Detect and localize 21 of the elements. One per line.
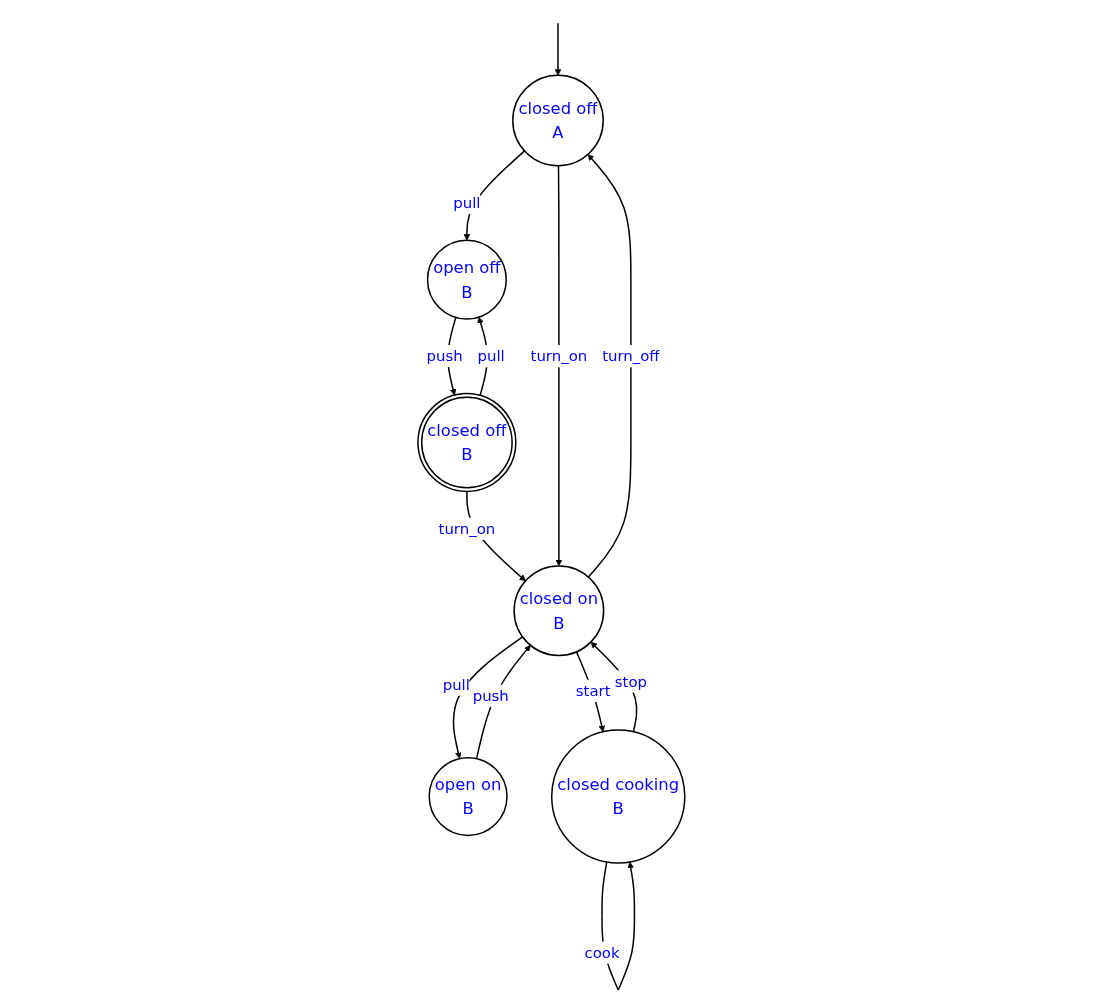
node-circle: closed off A bbox=[512, 74, 605, 167]
node-circle: open on B bbox=[428, 756, 508, 837]
arrow bbox=[555, 165, 563, 567]
node-circle: closed off B bbox=[417, 392, 517, 493]
edge-label: push bbox=[472, 686, 509, 705]
edge-label: stop bbox=[614, 672, 648, 691]
edge-label: turn_on bbox=[530, 347, 588, 366]
arrow bbox=[554, 22, 562, 76]
node-circle: closed cooking B bbox=[551, 729, 686, 864]
edge-label: push bbox=[426, 347, 463, 366]
edge-label: cook bbox=[584, 943, 620, 962]
node-circle: closed on B bbox=[513, 565, 605, 657]
edge-label: start bbox=[575, 681, 611, 700]
arrow bbox=[587, 154, 632, 578]
edge-label: turn_on bbox=[438, 519, 496, 538]
edge-label: pull bbox=[453, 194, 481, 212]
edge-label: pull bbox=[477, 347, 505, 366]
arrow bbox=[452, 636, 524, 759]
edge-label: pull bbox=[442, 675, 471, 694]
node-circle: open off B bbox=[426, 239, 508, 320]
edge-label: turn_off bbox=[602, 347, 660, 366]
